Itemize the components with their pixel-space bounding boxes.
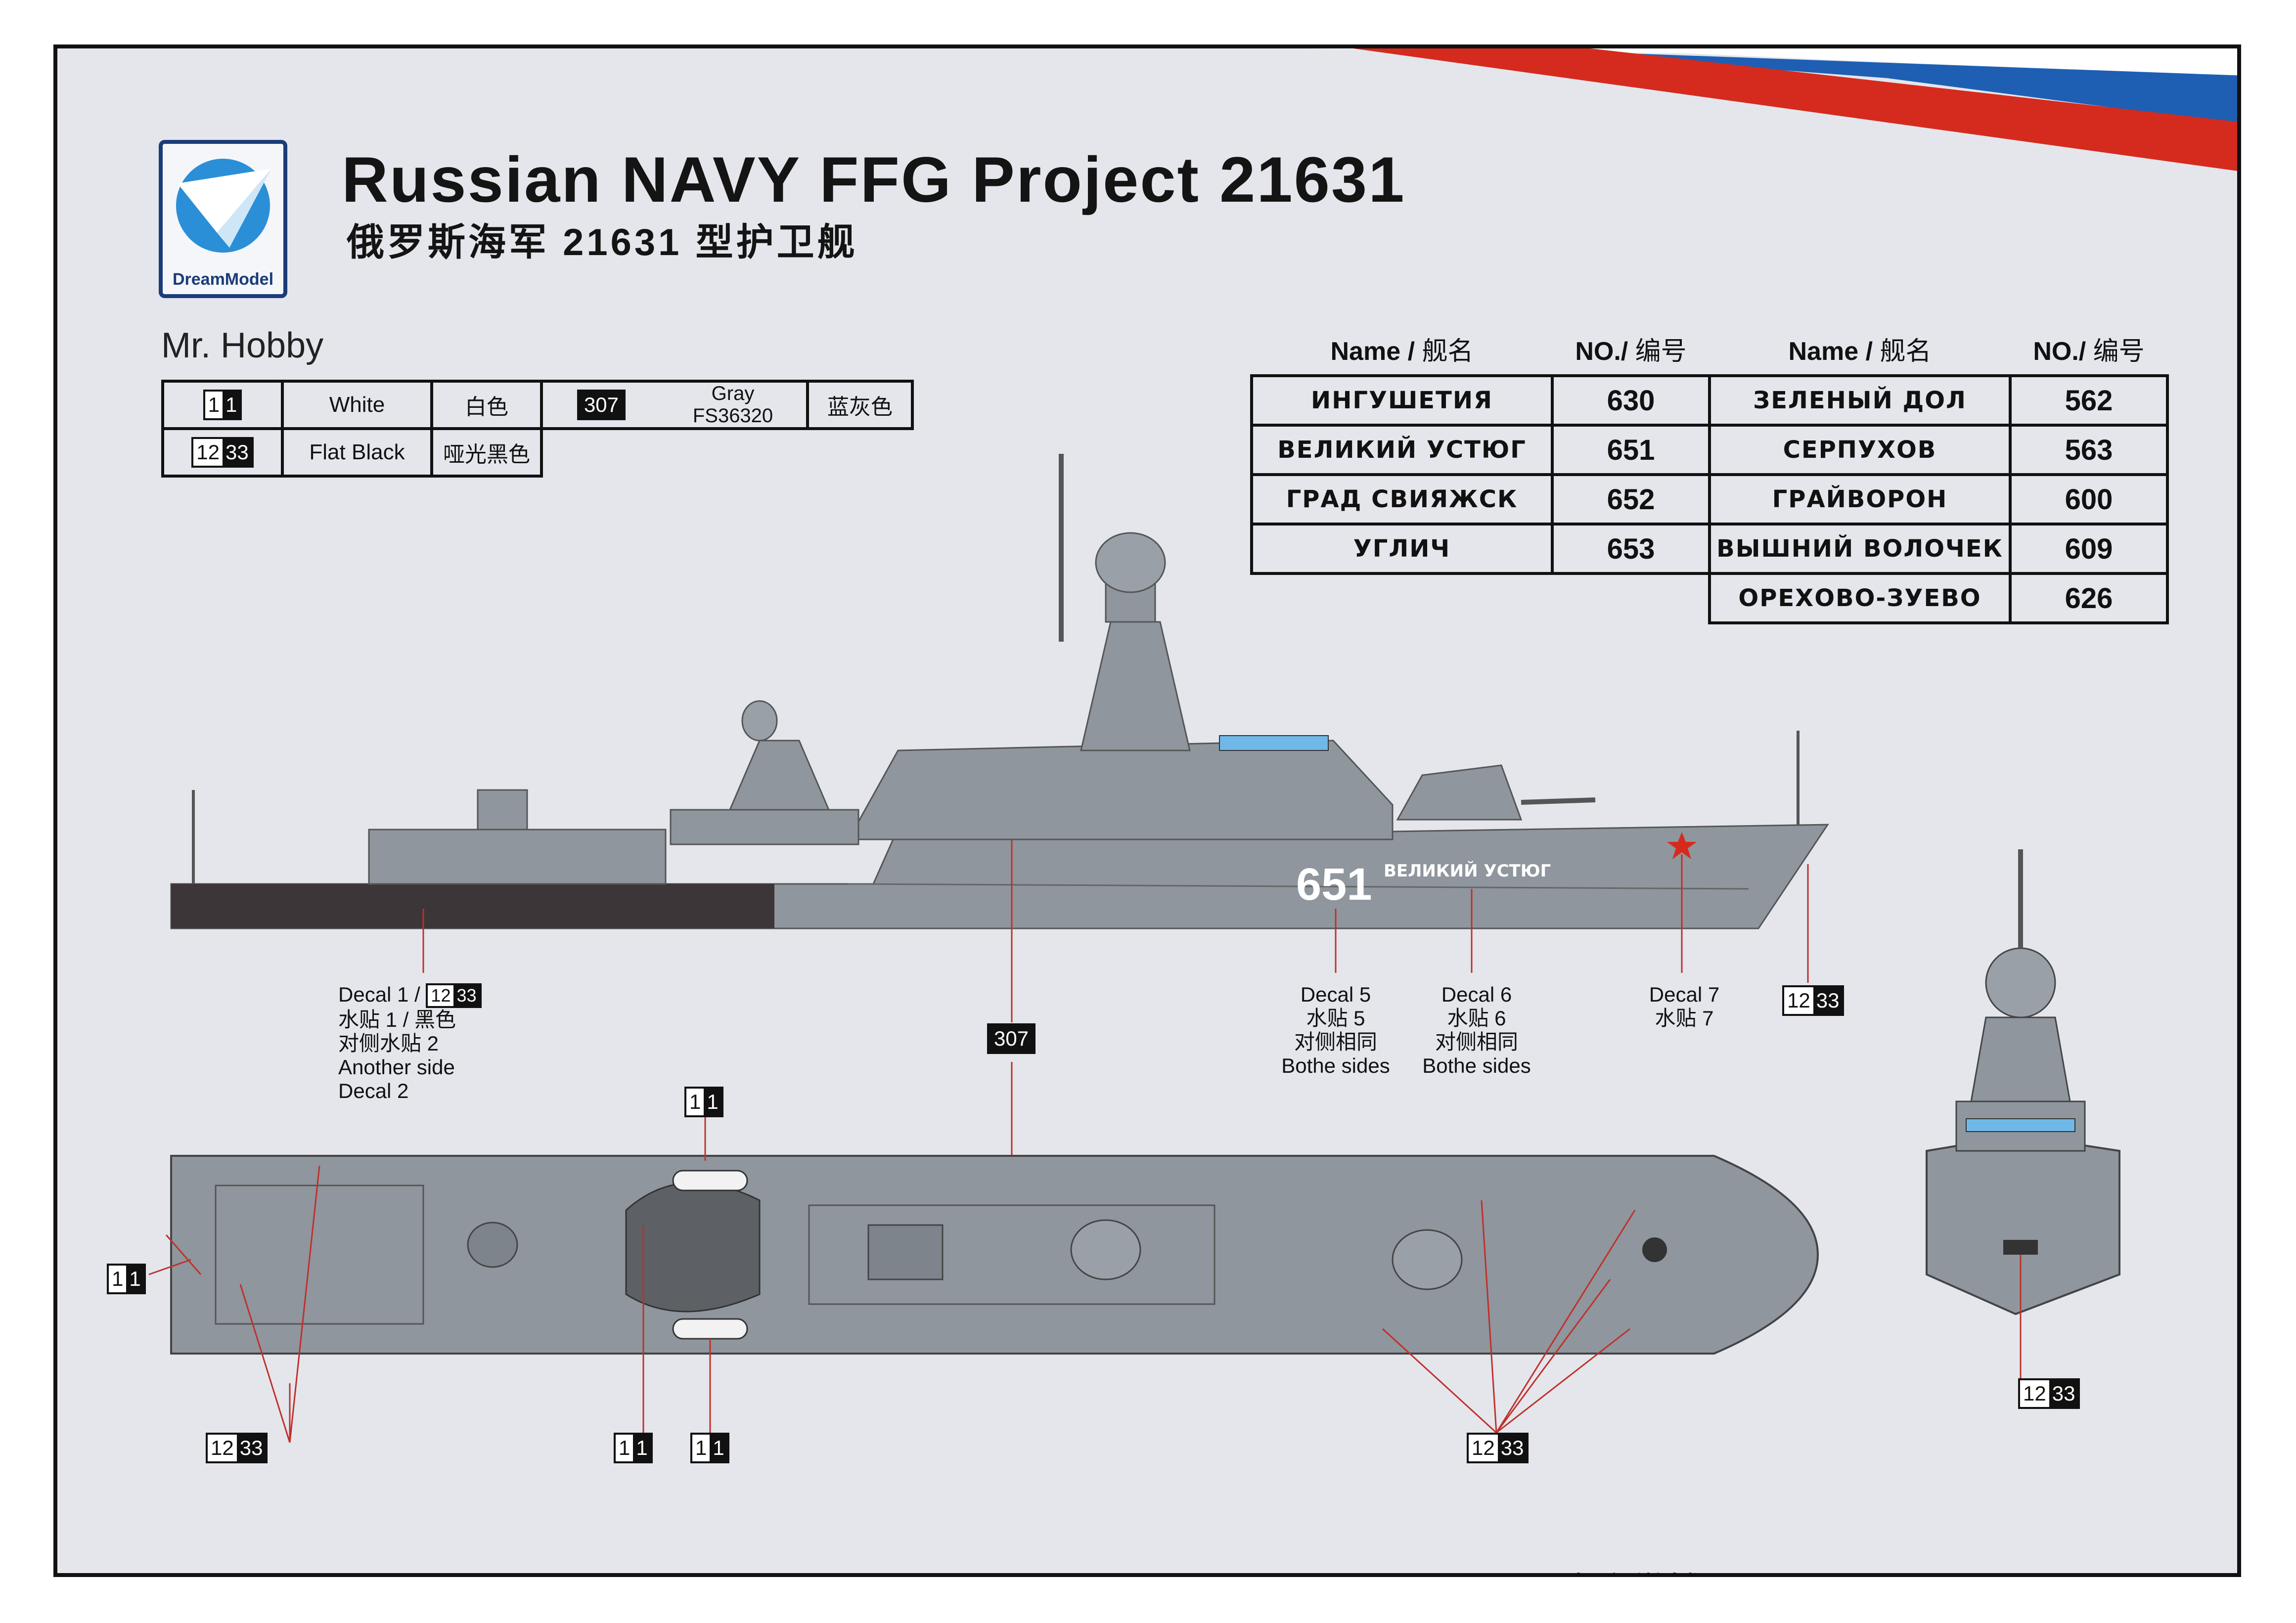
paint-name: White (281, 380, 433, 430)
ship-name: ВЕЛИКИЙ УСТЮГ (1250, 424, 1554, 476)
ship-number: 562 (2009, 374, 2169, 427)
footer-weibo: 官方微博 https://weibo.com/DreamModel (1561, 1561, 2204, 1573)
header-name: Name / 舰名 (1330, 337, 1474, 366)
paint-name: Gray FS36320 (660, 380, 809, 430)
tag-gray: 307 (987, 1023, 1036, 1054)
ship-number: 630 (1551, 374, 1711, 427)
ship-name: СЕРПУХОВ (1708, 424, 2012, 476)
table-row: ГРАД СВИЯЖСК 652 ГРАЙВОРОН 600 (1250, 473, 2169, 526)
ship-number: 652 (1551, 473, 1711, 526)
paper-plane-icon (176, 159, 271, 253)
red-star (1667, 832, 1697, 859)
ship-name: ОРЕХОВО-ЗУЕВО (1708, 572, 2012, 624)
header-name: Name / 舰名 (1788, 337, 1932, 366)
page-title: Russian NAVY FFG Project 21631 (342, 143, 1406, 216)
logo: DreamModel (159, 140, 287, 298)
ship-name-table: Name / 舰名 NO./ 编号 Name / 舰名 NO./ 编号 ИНГУ… (1250, 330, 2169, 624)
ship-name: ЗЕЛЕНЫЙ ДОЛ (1708, 374, 2012, 427)
table-row: ВЕЛИКИЙ УСТЮГ 651 СЕРПУХОВ 563 (1250, 424, 2169, 476)
instruction-sheet: DreamModel Russian NAVY FFG Project 2163… (53, 44, 2241, 1577)
logo-text: DreamModel (172, 270, 274, 289)
ship-number: 600 (2009, 473, 2169, 526)
ship-number: 651 (1551, 424, 1711, 476)
deckhouse (847, 740, 1394, 840)
ship-name: УГЛИЧ (1250, 523, 1554, 575)
hull-name: ВЕЛИКИЙ УСТЮГ (1384, 861, 1551, 881)
page-title-cn: 俄罗斯海军 21631 型护卫舰 (347, 221, 858, 263)
paint-code-gray: 307 (577, 390, 626, 420)
flag-white-stripe (1304, 48, 2237, 78)
hull-boot-black (171, 884, 774, 928)
table-row: ОРЕХОВО-ЗУЕВО 626 (1252, 572, 2169, 624)
paint-name-cn: 蓝灰色 (806, 380, 914, 430)
side-profile (170, 454, 1829, 1274)
paint-code-cell: 307 (540, 380, 660, 430)
ship-name: ГРАД СВИЯЖСК (1250, 473, 1554, 526)
main-mast (1080, 621, 1191, 751)
bow-front (1926, 1140, 2120, 1316)
flag-blue-stripe (1491, 48, 2237, 124)
flag-stripes (1304, 48, 2237, 171)
paint-name-cn: 白色 (430, 380, 543, 430)
ship-number: 563 (2009, 424, 2169, 476)
table-row: УГЛИЧ 653 ВЫШНИЙ ВОЛОЧЕК 609 (1250, 523, 2169, 575)
ship-name: ВЫШНИЙ ВОЛОЧЕК (1708, 523, 2012, 575)
paint-brand: Mr. Hobby (161, 326, 324, 365)
ship-name: ИНГУШЕТИЯ (1250, 374, 1554, 427)
ship-artwork (148, 454, 2120, 1443)
top-view (148, 1101, 1819, 1443)
header-no: NO./ 编号 (1575, 337, 1687, 366)
paint-name: Flat Black (281, 427, 433, 478)
table-row: ИНГУШЕТИЯ 630 ЗЕЛЕНЫЙ ДОЛ 562 (1250, 374, 2169, 427)
hull-number: 651 (1296, 859, 1372, 910)
gun-turret (1396, 764, 1523, 821)
ship-number: 653 (1551, 523, 1711, 575)
ship-number: 609 (2009, 523, 2169, 575)
ship-number: 626 (2009, 572, 2169, 624)
deck-plan (170, 1155, 1819, 1355)
ship-name: ГРАЙВОРОН (1708, 473, 2012, 526)
header-no: NO./ 编号 (2033, 337, 2145, 366)
paint-name-cn: 哑光黑色 (430, 427, 543, 478)
front-view (1926, 849, 2120, 1383)
